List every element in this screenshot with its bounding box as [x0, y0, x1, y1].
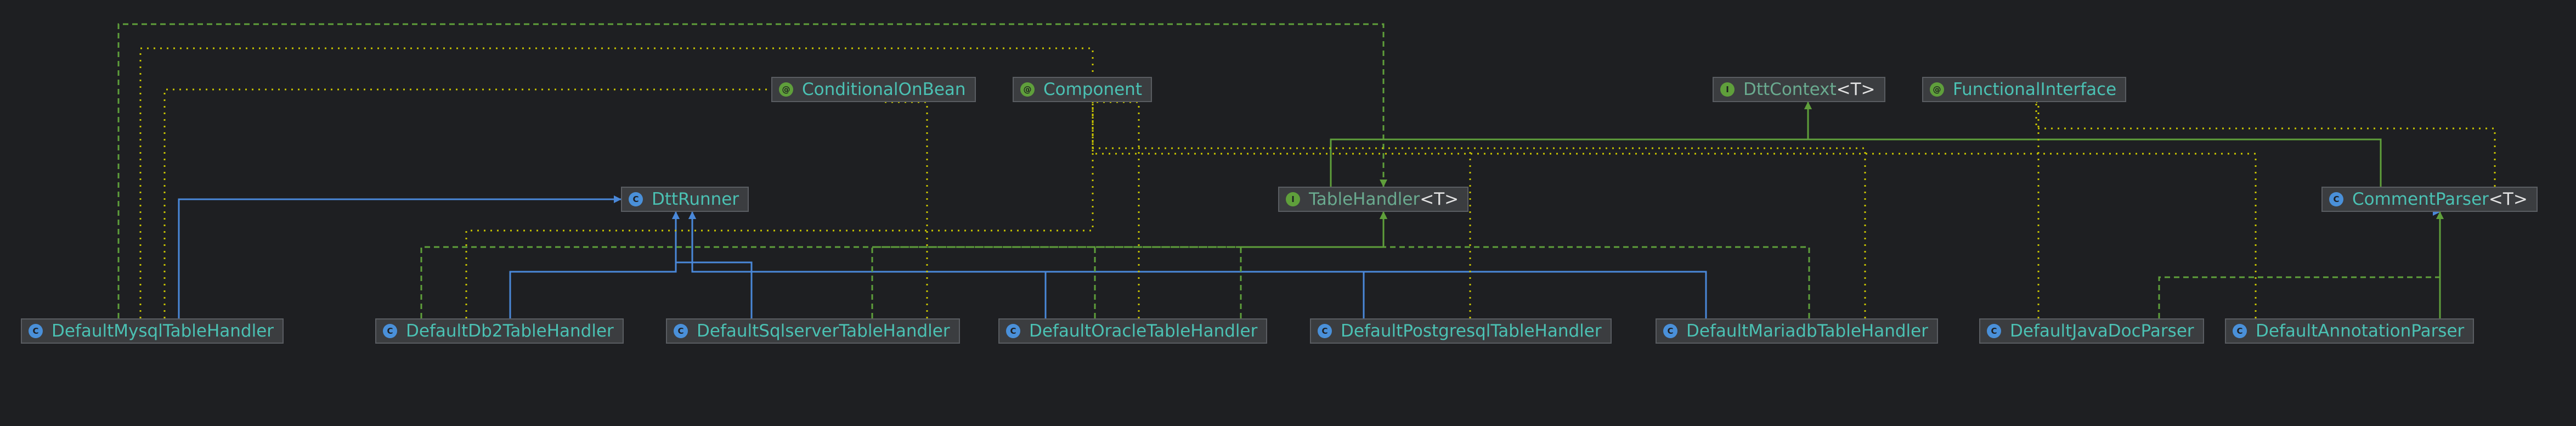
node-label: DefaultMariadbTableHandler — [1686, 321, 1928, 341]
class-icon: C — [1006, 324, 1020, 338]
node-label: DefaultAnnotationParser — [2256, 321, 2465, 341]
edge-annotation_parser-to-component — [1092, 102, 2257, 318]
node-label: DefaultPostgresqlTableHandler — [1341, 321, 1602, 341]
class-icon: C — [1663, 324, 1677, 338]
edge-sqlserver-to-dtt_runner — [672, 211, 753, 318]
edge-mysql-to-dtt_runner — [178, 195, 622, 318]
node-default-java-doc-parser[interactable]: C DefaultJavaDocParser — [1979, 318, 2204, 344]
edge-table_handler-to-dtt_context — [1330, 102, 1812, 187]
node-dtt-runner[interactable]: C DttRunner — [621, 187, 749, 212]
node-component[interactable]: @ Component — [1013, 77, 1152, 102]
node-label: DttRunner — [652, 189, 739, 209]
node-label: FunctionalInterface — [1953, 80, 2117, 99]
edge-javadoc-to-functional_interface — [2036, 101, 2040, 318]
edge-db2-to-dtt_runner — [509, 211, 680, 318]
node-comment-parser[interactable]: C CommentParser <T> — [2321, 187, 2538, 212]
node-label: DefaultMysqlTableHandler — [52, 321, 274, 341]
node-label: DttContext — [1743, 80, 1837, 99]
node-default-annotation-parser[interactable]: C DefaultAnnotationParser — [2225, 318, 2475, 344]
edge-mysql-to-conditional_on_bean — [163, 88, 771, 318]
annotation-icon: @ — [1020, 82, 1035, 97]
node-default-mariadb-table-handler[interactable]: C DefaultMariadbTableHandler — [1656, 318, 1938, 344]
class-icon: C — [1318, 324, 1332, 338]
node-type-param: <T> — [1420, 189, 1459, 209]
annotation-icon: @ — [1930, 82, 1944, 97]
edge-javadoc-to-comment_parser — [2158, 211, 2444, 318]
node-label: Component — [1043, 80, 1142, 99]
class-icon: C — [674, 324, 688, 338]
node-default-postgresql-table-handler[interactable]: C DefaultPostgresqlTableHandler — [1310, 318, 1612, 344]
node-label: ConditionalOnBean — [802, 80, 966, 99]
annotation-icon: @ — [779, 82, 793, 97]
edge-comment_parser-to-dtt_context — [1804, 102, 2382, 187]
class-icon: C — [629, 192, 643, 206]
node-conditional-on-bean[interactable]: @ ConditionalOnBean — [771, 77, 976, 102]
edge-postgresql-to-table_handler — [1240, 211, 1387, 318]
edge-comment_parser-to-functional_interface — [2035, 102, 2496, 187]
edge-db2-to-component — [465, 102, 1094, 318]
edge-mariadb-to-component — [1092, 102, 1866, 318]
edge-db2-to-table_handler — [420, 211, 1387, 318]
class-icon: C — [2233, 324, 2247, 338]
node-default-db2-table-handler[interactable]: C DefaultDb2TableHandler — [375, 318, 624, 344]
node-type-param: <T> — [2488, 189, 2528, 209]
node-default-oracle-table-handler[interactable]: C DefaultOracleTableHandler — [998, 318, 1268, 344]
node-label: CommentParser — [2352, 189, 2489, 209]
node-dtt-context[interactable]: I DttContext <T> — [1713, 77, 1885, 102]
node-label: DefaultSqlserverTableHandler — [697, 321, 950, 341]
edge-postgresql-to-dtt_runner — [688, 211, 1365, 318]
edge-mariadb-to-dtt_runner — [688, 211, 1707, 318]
edge-sqlserver-to-table_handler — [871, 211, 1387, 318]
node-type-param: <T> — [1836, 80, 1875, 99]
node-default-mysql-table-handler[interactable]: C DefaultMysqlTableHandler — [21, 318, 284, 344]
edge-mariadb-to-table_handler — [1380, 211, 1810, 318]
edge-mysql-to-table_handler — [117, 23, 1387, 318]
interface-icon: I — [1720, 82, 1735, 97]
class-icon: C — [1987, 324, 2001, 338]
edge-oracle-to-dtt_runner — [688, 211, 1047, 318]
node-label: DefaultOracleTableHandler — [1029, 321, 1258, 341]
node-label: TableHandler — [1309, 189, 1420, 209]
interface-icon: I — [1286, 192, 1300, 206]
node-table-handler[interactable]: I TableHandler <T> — [1278, 187, 1469, 212]
class-icon: C — [29, 324, 43, 338]
node-label: DefaultDb2TableHandler — [406, 321, 614, 341]
class-icon: C — [383, 324, 397, 338]
node-functional-interface[interactable]: @ FunctionalInterface — [1922, 77, 2127, 102]
class-icon: C — [2329, 192, 2343, 206]
edge-sqlserver-to-conditional_on_bean — [883, 101, 928, 318]
node-label: DefaultJavaDocParser — [2010, 321, 2194, 341]
edge-oracle-to-component — [1093, 101, 1140, 318]
node-default-sqlserver-table-handler[interactable]: C DefaultSqlserverTableHandler — [666, 318, 960, 344]
